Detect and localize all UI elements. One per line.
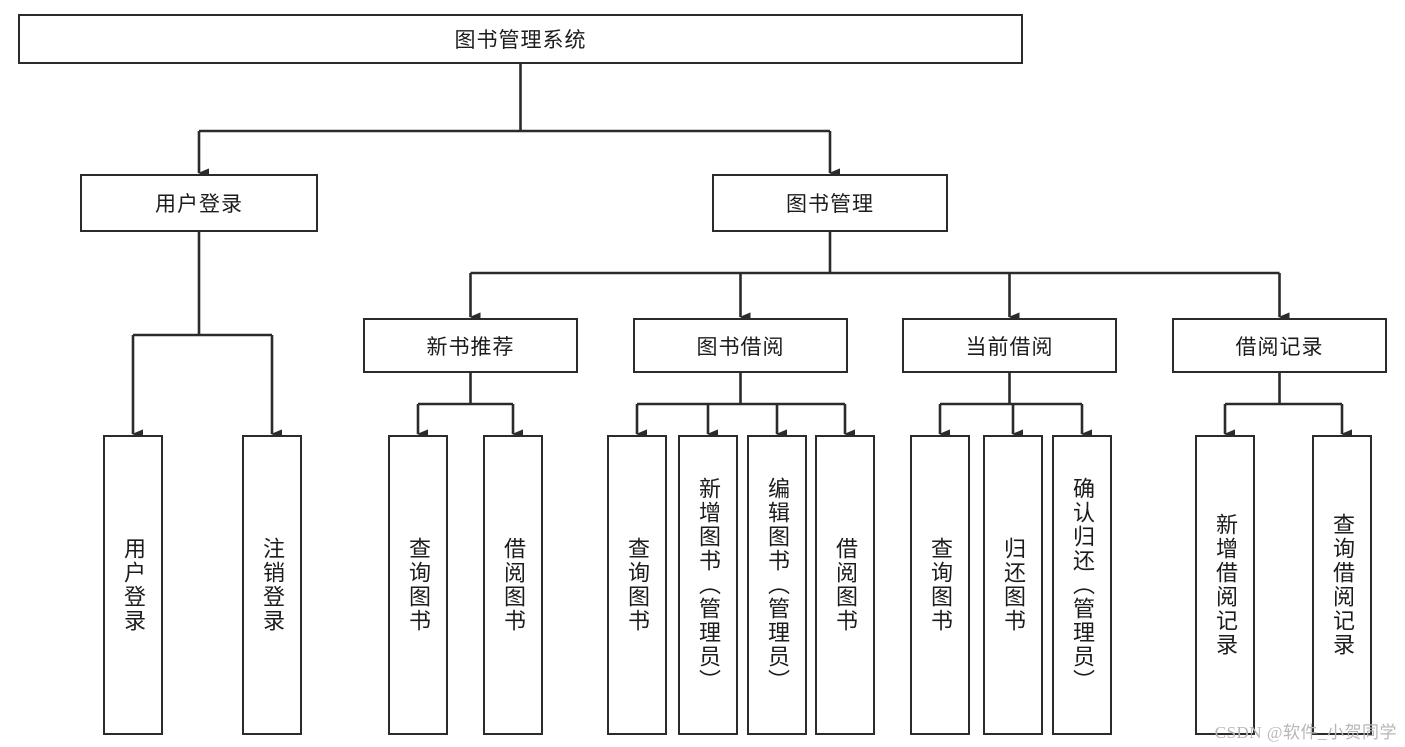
node-leaf-edit-book[interactable]: 编辑图书（管理员） bbox=[747, 435, 807, 735]
node-label: 借阅图书 bbox=[500, 537, 526, 633]
node-user-login[interactable]: 用户登录 bbox=[80, 174, 318, 232]
node-label: 用户登录 bbox=[155, 193, 243, 216]
node-leaf-add-record[interactable]: 新增借阅记录 bbox=[1195, 435, 1255, 735]
node-leaf-query-book-b[interactable]: 查询图书 bbox=[607, 435, 667, 735]
node-leaf-query-book-a[interactable]: 查询图书 bbox=[388, 435, 448, 735]
node-book-mgmt[interactable]: 图书管理 bbox=[712, 174, 948, 232]
node-leaf-confirm-ret[interactable]: 确认归还（管理员） bbox=[1052, 435, 1112, 735]
node-label: 用户登录 bbox=[120, 537, 146, 633]
node-root[interactable]: 图书管理系统 bbox=[18, 14, 1023, 64]
node-label: 查询图书 bbox=[927, 537, 953, 633]
node-leaf-return-book[interactable]: 归还图书 bbox=[983, 435, 1043, 735]
node-label: 确认归还（管理员） bbox=[1069, 477, 1095, 693]
node-leaf-query-book-c[interactable]: 查询图书 bbox=[910, 435, 970, 735]
node-label: 当前借阅 bbox=[965, 335, 1054, 359]
node-new-book-rec[interactable]: 新书推荐 bbox=[363, 318, 578, 373]
node-leaf-user-login[interactable]: 用户登录 bbox=[103, 435, 163, 735]
node-label: 借阅图书 bbox=[832, 537, 858, 633]
node-current-borrow[interactable]: 当前借阅 bbox=[902, 318, 1117, 373]
node-label: 编辑图书（管理员） bbox=[764, 477, 790, 693]
node-label: 图书管理 bbox=[786, 193, 874, 216]
node-leaf-query-record[interactable]: 查询借阅记录 bbox=[1312, 435, 1372, 735]
node-borrow-record[interactable]: 借阅记录 bbox=[1172, 318, 1387, 373]
node-leaf-borrow-book-a[interactable]: 借阅图书 bbox=[483, 435, 543, 735]
node-label: 图书借阅 bbox=[696, 335, 785, 359]
node-leaf-add-book[interactable]: 新增图书（管理员） bbox=[678, 435, 738, 735]
node-label: 注销登录 bbox=[259, 537, 285, 633]
node-label: 新增图书（管理员） bbox=[695, 477, 721, 693]
node-label: 查询借阅记录 bbox=[1329, 513, 1355, 657]
node-label: 新增借阅记录 bbox=[1212, 513, 1238, 657]
node-label: 归还图书 bbox=[1000, 537, 1026, 633]
node-label: 新书推荐 bbox=[426, 335, 515, 359]
node-leaf-user-logout[interactable]: 注销登录 bbox=[242, 435, 302, 735]
node-label: 借阅记录 bbox=[1235, 335, 1324, 359]
node-label: 查询图书 bbox=[624, 537, 650, 633]
csdn-watermark: CSDN @软件_小贺同学 bbox=[1214, 723, 1397, 742]
node-book-borrow[interactable]: 图书借阅 bbox=[633, 318, 848, 373]
node-leaf-borrow-book-b[interactable]: 借阅图书 bbox=[815, 435, 875, 735]
node-label: 查询图书 bbox=[405, 537, 431, 633]
node-label: 图书管理系统 bbox=[454, 29, 587, 52]
